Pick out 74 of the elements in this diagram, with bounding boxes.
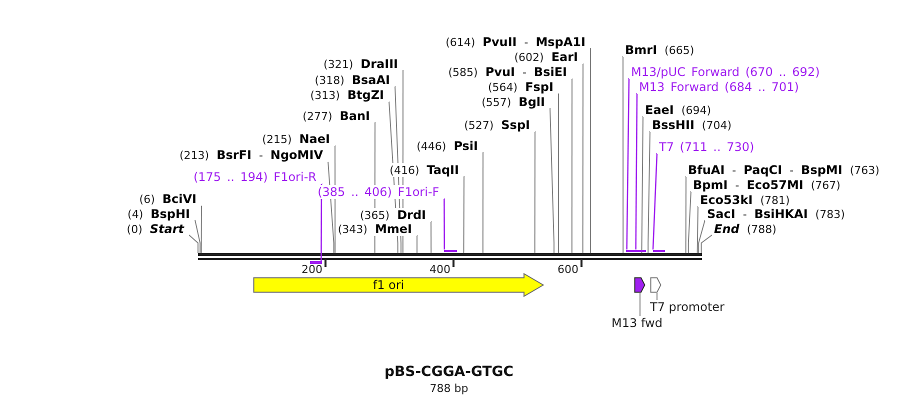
primer-label: M13/pUC Forward (670 .. 692) <box>629 65 822 79</box>
restriction-site-label: (0) Start <box>124 222 189 236</box>
leader-line <box>626 78 630 250</box>
leader-line <box>698 220 706 254</box>
restriction-site-label: (6) BciVI <box>137 192 202 206</box>
feature-label: f1 ori <box>372 277 404 293</box>
feature-label: M13 fwd <box>612 316 662 330</box>
restriction-site-label: (318) BsaAI <box>312 73 395 87</box>
leader-line <box>194 220 201 254</box>
restriction-site-label: (215) NaeI <box>260 132 335 146</box>
restriction-site-label: (277) BanI <box>300 109 375 123</box>
restriction-site-label: (564) FspI <box>486 80 558 94</box>
leader-line <box>635 93 638 250</box>
map-size-caption: 788 bp <box>430 382 468 395</box>
restriction-site-label: SacI - BsiHKAI (783) <box>705 207 847 221</box>
restriction-site-label: (602) EarI <box>512 50 583 64</box>
restriction-site-label: (321) DraIII <box>322 57 403 71</box>
restriction-site-label: (416) TaqII <box>388 163 464 177</box>
leader-line <box>430 220 432 254</box>
primer-binding-bar <box>652 250 665 252</box>
primer-feature-marker <box>634 277 646 293</box>
leader-line <box>696 206 698 254</box>
leader-line <box>550 108 554 254</box>
restriction-site-label: (4) BspHI <box>126 207 195 221</box>
restriction-site-label: End (788) <box>712 222 778 236</box>
restriction-site-label: (365) DrdI <box>358 208 431 222</box>
restriction-site-label: (446) PsiI <box>414 139 483 153</box>
leader-line <box>534 130 536 254</box>
leader-line <box>482 152 484 254</box>
tick-label: 600 <box>558 264 578 276</box>
leader-line <box>648 130 650 254</box>
restriction-site-label: BssHII (704) <box>650 118 734 132</box>
primer-binding-bar <box>635 250 646 252</box>
leader-line <box>200 204 202 254</box>
tick-label: 400 <box>430 264 450 276</box>
map-title: pBS-CGGA-GTGC <box>384 364 514 381</box>
leader-line <box>622 56 624 254</box>
leader-line <box>685 176 686 254</box>
restriction-site-label: (343) MmeI <box>336 222 417 236</box>
leader-line <box>652 152 658 250</box>
leader-line <box>700 234 712 254</box>
primer-label: M13 Forward (684 .. 701) <box>637 80 801 94</box>
restriction-site-label: BfuAI - PaqCI - BspMI (763) <box>686 163 882 177</box>
primer-binding-bar <box>444 250 458 252</box>
restriction-site-label: (585) PvuI - BsiEI <box>446 65 572 79</box>
leader-line <box>582 62 584 254</box>
leader-line <box>463 176 464 254</box>
restriction-site-label: (213) BsrFI - NgoMIV <box>178 148 328 162</box>
restriction-site-label: (313) BtgZI <box>308 88 389 102</box>
promoter-feature-marker <box>650 277 662 293</box>
primer-label: T7 (711 .. 730) <box>657 140 756 154</box>
feature-arrow <box>253 273 544 297</box>
leader-line <box>558 92 559 254</box>
leader-line <box>416 234 418 254</box>
leader-line <box>641 116 644 254</box>
leader-line <box>688 190 692 254</box>
restriction-site-label: (614) PvuII - MspA1I <box>444 35 590 49</box>
restriction-site-label: EaeI (694) <box>643 103 713 117</box>
restriction-site-label: Eco53kI (781) <box>698 193 792 207</box>
restriction-site-label: BmrI (665) <box>623 43 696 57</box>
leader-line <box>444 198 446 250</box>
restriction-site-label: BpmI - Eco57MI (767) <box>691 178 842 192</box>
dna-backbone <box>198 253 702 260</box>
leader-line <box>590 48 591 254</box>
tick-label: 200 <box>302 264 322 276</box>
feature-label: T7 promoter <box>650 300 724 314</box>
leader-line <box>334 144 336 254</box>
restriction-site-label: (557) BglI <box>480 95 550 109</box>
leader-line <box>571 78 572 254</box>
leader-line <box>656 292 658 300</box>
leader-line <box>188 234 198 254</box>
restriction-site-label: (527) SspI <box>462 118 535 132</box>
primer-binding-bar <box>310 261 322 264</box>
primer-label: (385 .. 406) F1ori-F <box>316 185 444 199</box>
